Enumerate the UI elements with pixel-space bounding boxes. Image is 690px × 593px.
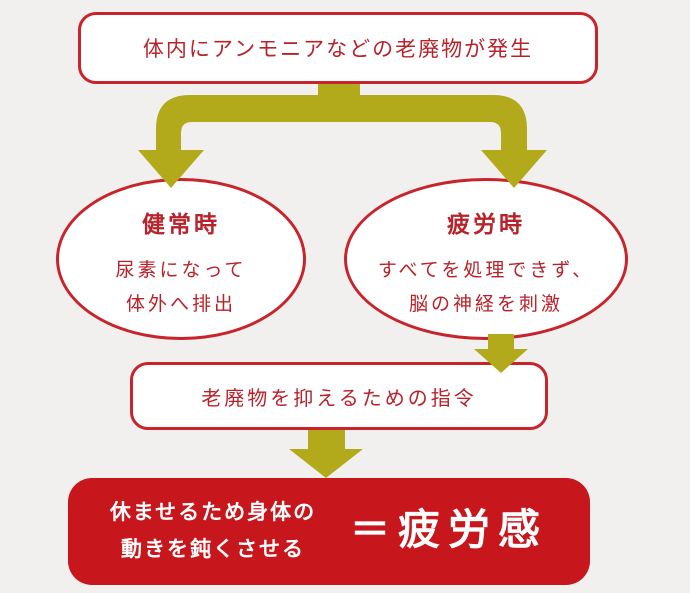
- equals-sign: ＝: [350, 507, 390, 553]
- fatigue-state-line: 脳の神経を刺激: [408, 293, 563, 315]
- fatigue-state-title: 疲労時: [447, 212, 525, 238]
- fatigue-state-line: すべてを処理できず、: [377, 259, 595, 281]
- result-box: 休ませるため身体の 動きを鈍くさせる ＝ 疲労感: [68, 478, 590, 585]
- normal-state-ellipse: 健常時 尿素になって 体外へ排出: [56, 178, 306, 340]
- result-line: 休ませるため身体の: [109, 500, 317, 524]
- result-label: 疲労感: [398, 505, 549, 554]
- fatigue-state-ellipse: 疲労時 すべてを処理できず、 脳の神経を刺激: [344, 178, 628, 340]
- command-box: 老廃物を抑えるための指令: [130, 362, 548, 430]
- normal-state-line: 体外へ排出: [125, 293, 236, 315]
- normal-state-title: 健常時: [142, 212, 220, 238]
- result-line: 動きを鈍くさせる: [121, 537, 305, 561]
- cause-box: 体内にアンモニアなどの老廃物が発生: [78, 12, 598, 84]
- result-description: 休ませるため身体の 動きを鈍くさせる: [88, 494, 338, 568]
- cause-text: 体内にアンモニアなどの老廃物が発生: [142, 37, 534, 61]
- normal-state-line: 尿素になって: [115, 259, 247, 281]
- split-arrow: [138, 84, 547, 188]
- command-text: 老廃物を抑えるための指令: [201, 385, 477, 410]
- down-arrow-to-result: [289, 430, 363, 478]
